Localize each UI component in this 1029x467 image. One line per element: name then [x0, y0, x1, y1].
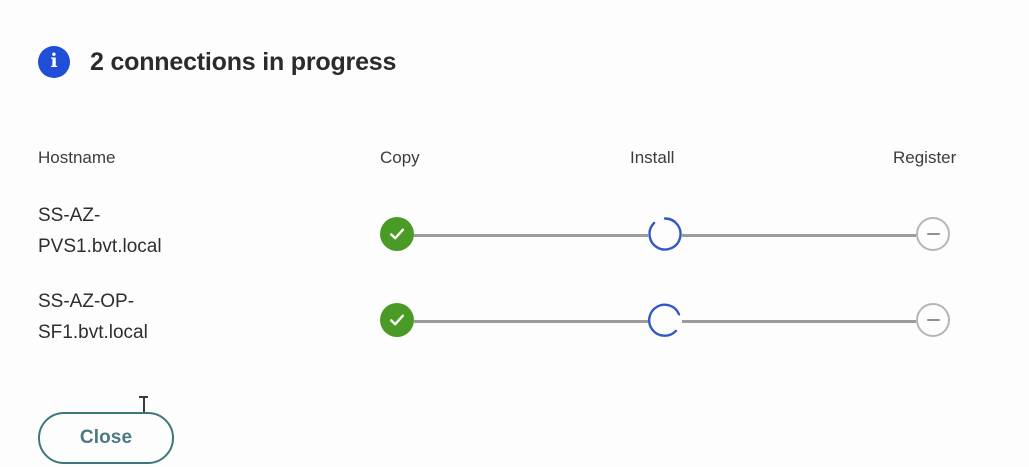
dash-icon	[926, 233, 940, 235]
page-title: 2 connections in progress	[90, 47, 397, 76]
connector-line-copy-install	[414, 320, 648, 323]
stage-register-pending-icon	[916, 217, 950, 251]
table-column-headers: Hostname Copy Install Register	[0, 148, 1029, 172]
connector-line-install-register	[682, 234, 916, 237]
stage-register-pending-icon	[916, 303, 950, 337]
stage-install-spinner-icon	[648, 217, 682, 251]
stage-copy-done-icon	[380, 303, 414, 337]
dash-icon	[926, 319, 940, 321]
column-header-install: Install	[630, 148, 675, 167]
dialog-header: i 2 connections in progress	[38, 46, 396, 78]
hostname-label: SS-AZ- PVS1.bvt.local	[38, 205, 162, 257]
connections-list: SS-AZ- PVS1.bvt.local SS-AZ-OP- SF1.bvt	[0, 196, 1029, 416]
column-header-copy: Copy	[380, 148, 420, 167]
info-icon-glyph: i	[50, 49, 58, 72]
table-row: SS-AZ-OP- SF1.bvt.local	[0, 282, 1029, 416]
table-row: SS-AZ- PVS1.bvt.local	[0, 196, 1029, 282]
hostname-label: SS-AZ-OP- SF1.bvt.local	[38, 291, 148, 343]
stage-copy-done-icon	[380, 217, 414, 251]
dialog-footer: Close	[38, 412, 174, 464]
connector-line-install-register	[682, 320, 916, 323]
info-circle-icon: i	[38, 46, 70, 78]
stage-install-spinner-icon	[648, 303, 682, 337]
progress-track	[380, 303, 952, 339]
column-header-hostname: Hostname	[38, 148, 116, 167]
connector-line-copy-install	[414, 234, 648, 237]
progress-track	[380, 217, 952, 253]
close-button[interactable]: Close	[38, 412, 174, 464]
column-header-register: Register	[893, 148, 957, 167]
